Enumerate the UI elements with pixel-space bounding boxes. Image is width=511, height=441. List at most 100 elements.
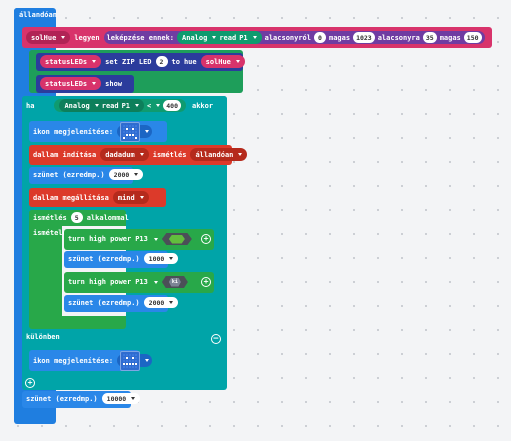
repeat-header[interactable]: ismétlés 5 alkalommal (29, 210, 129, 226)
repeat-mode: állandóan (195, 150, 234, 159)
chevron-down-icon (135, 104, 140, 107)
set-text: legyen (74, 33, 100, 42)
led-index-input[interactable]: 2 (155, 56, 168, 67)
pause-value: 10000 (106, 394, 127, 403)
repeat-times-input[interactable]: 5 (70, 212, 83, 223)
hue-variable-dropdown[interactable]: solHue (200, 55, 245, 68)
else-label: különben (26, 333, 60, 341)
read-label: read (219, 33, 237, 42)
plus-icon[interactable]: + (201, 234, 211, 244)
show-icon-block[interactable]: ikon megjelenítése: (29, 350, 153, 371)
icon-dropdown[interactable] (117, 121, 153, 142)
icon-dropdown[interactable] (117, 350, 153, 371)
show-icon-block[interactable]: ikon megjelenítése: (29, 121, 167, 142)
pin-dropdown[interactable]: P1 (239, 33, 248, 42)
pause-value: 1000 (148, 254, 165, 263)
threshold-input[interactable]: 400 (163, 100, 181, 111)
high-label-2: magas (439, 33, 461, 42)
melody-dropdown[interactable]: dadadum (100, 148, 149, 161)
show-strip-dropdown[interactable]: statusLEDs (40, 77, 102, 90)
chevron-down-icon (61, 36, 66, 39)
on-toggle[interactable] (161, 233, 192, 245)
if-analog-read-block[interactable]: Analog read P1 (59, 99, 145, 112)
pin-dropdown[interactable]: P13 (135, 235, 148, 243)
chevron-down-icon (169, 257, 174, 260)
stop-melody-label: dallam megállítása (33, 193, 109, 202)
stop-melody-block[interactable]: dallam megállítása mind (29, 188, 166, 207)
strip-name: statusLEDs (45, 57, 88, 66)
pause-label: szünet (ezredmp.) (68, 254, 140, 263)
if-footer[interactable]: + (22, 376, 227, 389)
pause-input[interactable]: 2000 (108, 169, 144, 180)
pin-dropdown[interactable]: P13 (135, 278, 148, 286)
melody-name: dadadum (105, 150, 135, 159)
operator-dropdown[interactable]: < (147, 101, 152, 110)
pause-input[interactable]: 1000 (143, 253, 179, 264)
set-zip-led-block[interactable]: statusLEDs set ZIP LED 2 to hue solHue (36, 53, 245, 71)
turn-high-power-on-block[interactable]: turn high power P13 + (64, 229, 214, 250)
chevron-down-icon (92, 82, 97, 85)
comparison-block[interactable]: Analog read P1 < 400 (54, 99, 186, 112)
if-header[interactable]: ha Analog read P1 < 400 akkor (22, 96, 227, 116)
turn-label: turn high power (68, 278, 132, 286)
pause-label: szünet (ezredmp.) (68, 298, 140, 307)
hue-label: hue (183, 57, 197, 66)
from-low-input[interactable]: 0 (313, 32, 326, 43)
off-toggle[interactable]: ki (161, 276, 188, 288)
pause-block[interactable]: szünet (ezredmp.) 2000 (29, 167, 144, 184)
if-label: ha (26, 101, 35, 110)
strip-dropdown[interactable]: statusLEDs (40, 55, 102, 68)
plus-icon[interactable]: + (25, 377, 35, 388)
if-analog-label: Analog (64, 101, 90, 110)
from-high-input[interactable]: 1023 (353, 32, 375, 43)
variable-name: solHue (31, 33, 57, 42)
repeat-label: ismétlés (152, 150, 187, 159)
play-melody-block[interactable]: dallam indítása dadadum ismétlés állandó… (29, 145, 248, 165)
toggle-knob (168, 234, 185, 244)
pause-label: szünet (ezredmp.) (26, 394, 98, 403)
to-high-input[interactable]: 150 (463, 32, 482, 43)
chevron-down-icon (153, 280, 158, 284)
show-icon-label: ikon megjelenítése: (33, 356, 114, 365)
play-melody-label: dallam indítása (33, 150, 97, 159)
chevron-down-icon (235, 60, 240, 63)
toggle-state: ki (168, 277, 181, 287)
else-header[interactable]: különben − (22, 330, 227, 349)
chevron-down-icon (169, 301, 174, 304)
if-read-label: read (101, 101, 119, 110)
repeat-do-label: ismételd (33, 229, 67, 237)
analog-read-block[interactable]: Analog read P1 (177, 31, 262, 44)
turn-high-power-off-block[interactable]: turn high power P13 ki + (64, 272, 214, 293)
chevron-down-icon (94, 104, 99, 107)
variable-dropdown[interactable]: solHue (26, 31, 71, 44)
forever-header[interactable]: állandóan (14, 8, 57, 26)
map-text: leképzése ennek: (106, 33, 175, 42)
pause-input[interactable]: 2000 (143, 297, 179, 308)
chevron-down-icon (153, 237, 158, 241)
high-label: magas (328, 33, 351, 42)
chevron-down-icon (139, 196, 144, 199)
chevron-down-icon (238, 153, 243, 156)
turn-label: turn high power (68, 235, 132, 243)
show-block[interactable]: statusLEDs show (36, 75, 134, 93)
chevron-down-icon (145, 359, 150, 362)
repeat-mode-dropdown[interactable]: állandóan (190, 148, 248, 161)
forever-label: állandóan (19, 11, 57, 19)
pause-input[interactable]: 10000 (101, 393, 141, 404)
if-pin-dropdown[interactable]: P1 (121, 101, 131, 110)
pause-block[interactable]: szünet (ezredmp.) 10000 (22, 391, 141, 408)
minus-icon[interactable]: − (211, 334, 221, 344)
show-strip-name: statusLEDs (45, 79, 88, 88)
pause-block[interactable]: szünet (ezredmp.) 2000 (64, 295, 179, 312)
then-label: akkor (192, 101, 214, 110)
map-block[interactable]: leképzése ennek: Analog read P1 alacsony… (103, 31, 485, 44)
pause-value: 2000 (148, 298, 165, 307)
stop-which: mind (117, 193, 135, 202)
set-zip-text: set ZIP LED (105, 57, 152, 66)
pause-block[interactable]: szünet (ezredmp.) 1000 (64, 251, 179, 268)
plus-icon[interactable]: + (201, 277, 211, 287)
set-variable-block[interactable]: solHue legyen leképzése ennek: Analog re… (22, 27, 492, 48)
stop-which-dropdown[interactable]: mind (112, 191, 149, 204)
to-low-input[interactable]: 35 (422, 32, 437, 43)
from-low-label: alacsonyról (264, 33, 311, 42)
